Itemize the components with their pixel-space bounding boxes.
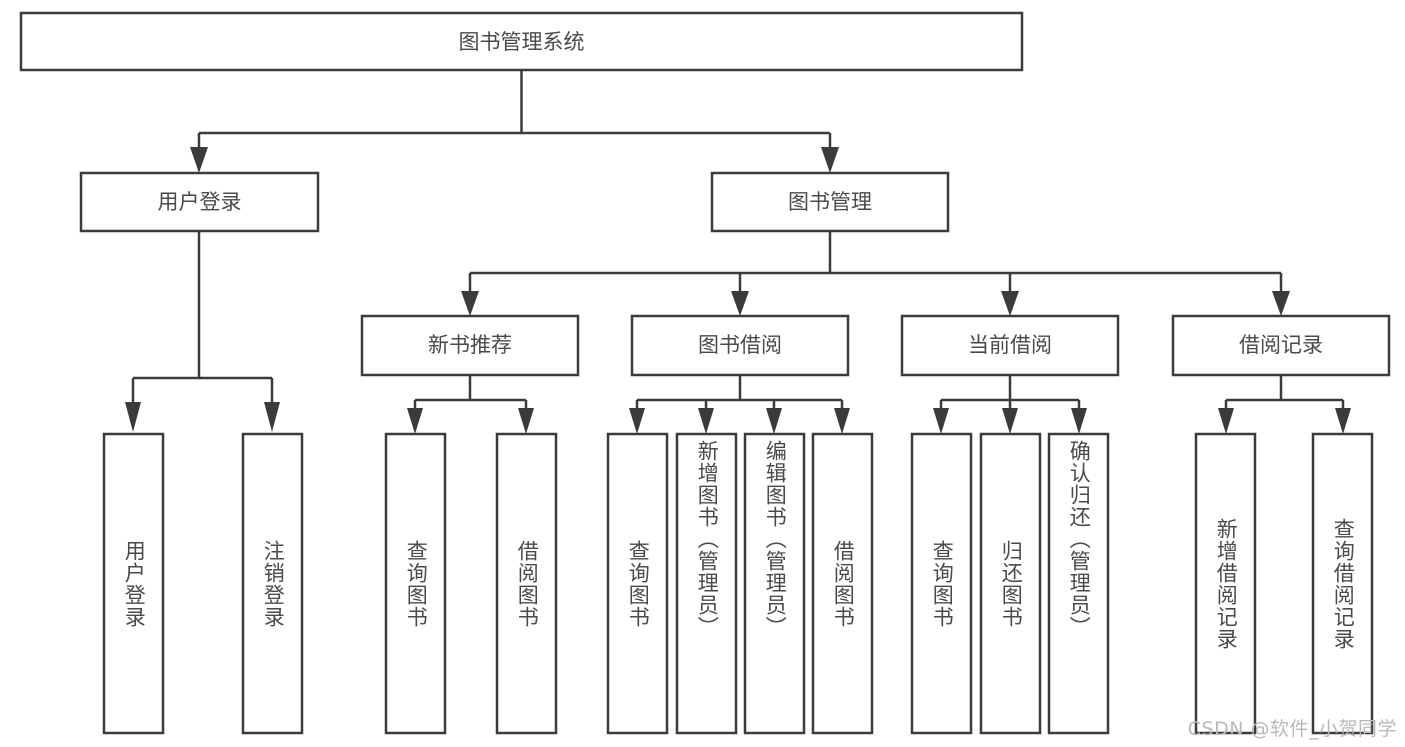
node-root[interactable]: 图书管理系统: [19, 11, 1024, 72]
csdn-watermark: CSDN @软件_小贺同学: [1187, 718, 1397, 740]
node-book-borrow[interactable]: 图书借阅: [630, 314, 850, 377]
node-current-borrow-label: 当前借阅: [968, 333, 1052, 357]
node-borrow-record[interactable]: 借阅记录: [1171, 314, 1391, 377]
leaf-box-add-book-admin[interactable]: [675, 432, 738, 735]
connector-new-book-to-leaves: [407, 375, 534, 434]
node-book-management-label: 图书管理: [788, 190, 872, 214]
leaf-box-confirm-return-admin[interactable]: [1047, 432, 1110, 735]
node-user-login-label: 用户登录: [158, 190, 242, 214]
leaf-box-user-login[interactable]: [102, 432, 165, 735]
node-new-book-recommend[interactable]: 新书推荐: [360, 314, 580, 377]
leaf-box-query-book-cb[interactable]: [910, 432, 973, 735]
node-root-label: 图书管理系统: [459, 30, 585, 54]
node-book-management[interactable]: 图书管理: [710, 171, 950, 233]
connector-root-to-level2: [190, 70, 839, 173]
leaf-box-query-borrow-record[interactable]: [1311, 432, 1374, 735]
connector-borrow-record-to-leaves: [1218, 375, 1351, 434]
leaf-box-edit-book-admin[interactable]: [743, 432, 806, 735]
node-current-borrow[interactable]: 当前借阅: [900, 314, 1120, 377]
leaf-box-borrow-book-nb[interactable]: [495, 432, 558, 735]
connector-book-mgmt-to-level3: [461, 231, 1290, 316]
leaf-box-borrow-book-bb[interactable]: [811, 432, 874, 735]
leaf-box-add-borrow-record[interactable]: [1194, 432, 1257, 735]
node-borrow-record-label: 借阅记录: [1239, 333, 1323, 357]
leaf-box-return-book[interactable]: [979, 432, 1042, 735]
connector-book-borrow-to-leaves: [629, 375, 850, 434]
connector-current-borrow-to-leaves: [933, 375, 1087, 434]
node-book-borrow-label: 图书借阅: [698, 333, 782, 357]
node-user-login[interactable]: 用户登录: [79, 171, 320, 233]
connector-user-login-to-leaves: [125, 231, 280, 432]
leaf-box-query-book-bb[interactable]: [606, 432, 669, 735]
leaf-box-logout[interactable]: [241, 432, 304, 735]
leaf-box-query-book-nb[interactable]: [384, 432, 447, 735]
node-new-book-recommend-label: 新书推荐: [428, 333, 512, 357]
